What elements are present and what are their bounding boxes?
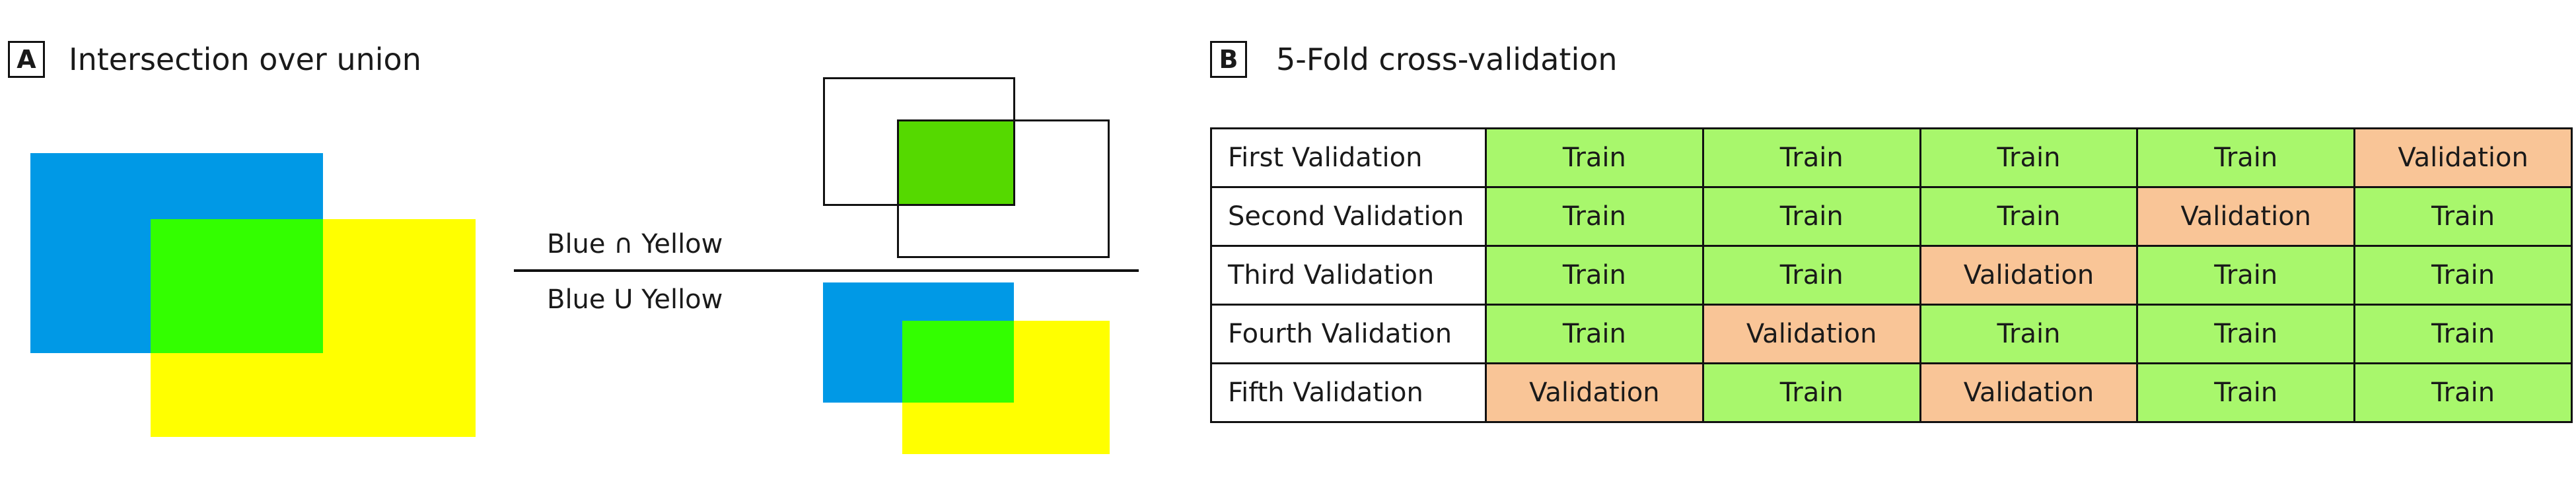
validation-cell: Validation — [1919, 362, 2139, 423]
row-label: First Validation — [1210, 127, 1487, 188]
train-cell: Train — [2136, 127, 2356, 188]
train-cell: Train — [1485, 127, 1704, 188]
row-label: Third Validation — [1210, 245, 1487, 306]
panel-a-title: Intersection over union — [69, 42, 421, 77]
validation-cell: Validation — [1485, 362, 1704, 423]
row-label: Second Validation — [1210, 186, 1487, 247]
validation-cell: Validation — [1701, 304, 1921, 364]
panel-b-badge: B — [1210, 41, 1247, 78]
train-cell: Train — [1701, 245, 1921, 306]
train-cell: Train — [2136, 304, 2356, 364]
train-cell: Train — [1701, 127, 1921, 188]
train-cell: Train — [1485, 186, 1704, 247]
train-cell: Train — [2136, 362, 2356, 423]
panel-a-badge: A — [8, 41, 45, 78]
train-cell: Train — [2353, 362, 2573, 423]
validation-cell: Validation — [1919, 245, 2139, 306]
train-cell: Train — [1919, 127, 2139, 188]
train-cell: Train — [1701, 362, 1921, 423]
row-label: Fourth Validation — [1210, 304, 1487, 364]
outline-rectangle-top — [823, 77, 1015, 206]
train-cell: Train — [1485, 245, 1704, 306]
panel-b-title: 5-Fold cross-validation — [1276, 42, 1618, 77]
outline-rectangle-bottom — [897, 119, 1110, 258]
validation-cell: Validation — [2353, 127, 2573, 188]
overlap-region — [151, 219, 323, 353]
row-label: Fifth Validation — [1210, 362, 1487, 423]
train-cell: Train — [2136, 245, 2356, 306]
train-cell: Train — [2353, 186, 2573, 247]
union-overlap-region — [902, 321, 1014, 403]
numerator-label: Blue ∩ Yellow — [547, 229, 723, 259]
train-cell: Train — [1919, 186, 2139, 247]
train-cell: Train — [1701, 186, 1921, 247]
intersection-fill — [898, 121, 1014, 205]
fraction-bar — [514, 269, 1139, 272]
train-cell: Train — [2353, 304, 2573, 364]
train-cell: Train — [1919, 304, 2139, 364]
validation-cell: Validation — [2136, 186, 2356, 247]
train-cell: Train — [1485, 304, 1704, 364]
train-cell: Train — [2353, 245, 2573, 306]
denominator-label: Blue U Yellow — [547, 284, 723, 315]
